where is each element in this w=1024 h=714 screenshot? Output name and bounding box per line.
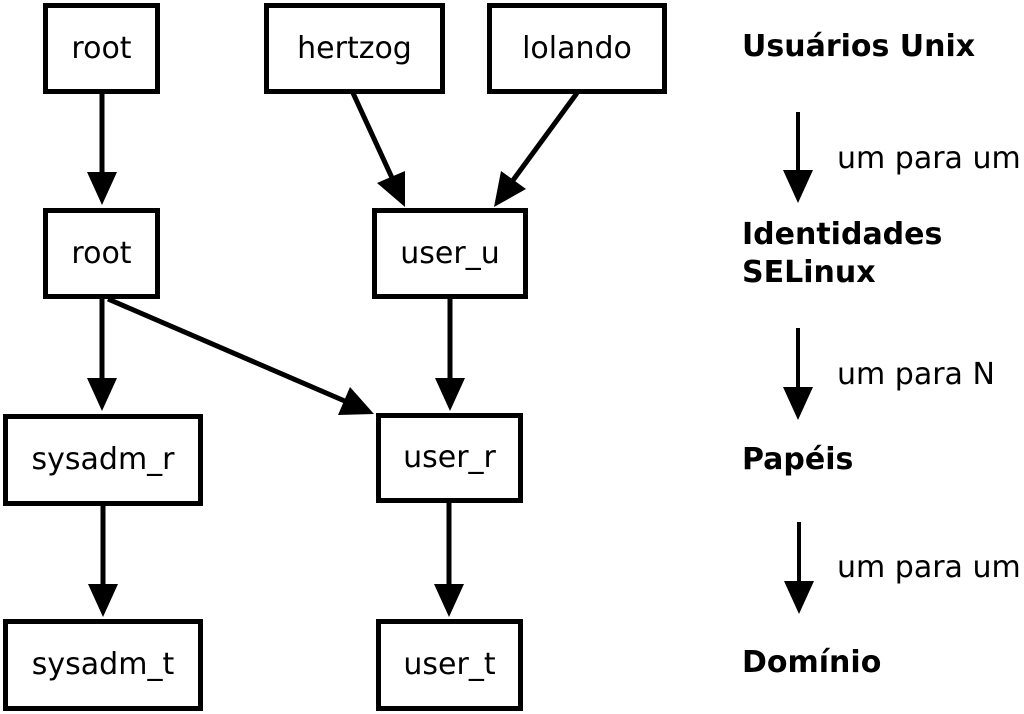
arrow-selinux-root-to-user-r (107, 296, 374, 415)
arrow-legend-identities-to-roles (783, 328, 813, 420)
node-unix-user-lolando: lolando (487, 3, 667, 94)
node-role-user-r: user_r (376, 413, 523, 503)
legend-mapping-one-to-n: um para N (837, 357, 995, 392)
node-role-sysadm-r: sysadm_r (3, 414, 203, 506)
arrow-selinux-root-to-sysadm-r (87, 298, 117, 411)
arrow-user-u-to-user-r (435, 297, 465, 411)
node-label: user_u (400, 235, 500, 271)
node-label: sysadm_r (31, 442, 175, 477)
node-label: hertzog (297, 30, 412, 66)
node-domain-sysadm-t: sysadm_t (3, 619, 203, 711)
node-label: user_t (403, 647, 496, 682)
arrow-user-r-to-user-t (434, 501, 464, 617)
node-label: sysadm_t (31, 647, 175, 682)
legend-mapping-one-to-one-1: um para um (837, 141, 1021, 176)
node-label: root (71, 30, 132, 66)
node-selinux-identity-user-u: user_u (372, 208, 528, 299)
legend-level-selinux-identities: Identidades SELinux (742, 217, 943, 290)
arrow-legend-roles-to-domain (784, 522, 814, 614)
node-label: root (71, 235, 132, 271)
arrow-unix-root-to-selinux-root (87, 94, 117, 205)
arrow-lolando-to-user-u (494, 91, 580, 207)
legend-level-unix-users: Usuários Unix (742, 29, 976, 64)
legend-level-roles: Papéis (742, 442, 854, 477)
node-domain-user-t: user_t (376, 619, 523, 711)
node-unix-user-hertzog: hertzog (264, 3, 445, 94)
legend-level-domain: Domínio (742, 645, 882, 680)
legend-mapping-one-to-one-2: um para um (837, 550, 1021, 585)
node-selinux-identity-root: root (43, 208, 160, 299)
arrow-legend-unix-to-identities (783, 112, 813, 203)
arrow-sysadm-r-to-sysadm-t (88, 504, 118, 617)
node-label: user_r (403, 440, 496, 475)
node-unix-user-root: root (43, 3, 160, 94)
arrow-hertzog-to-user-u (350, 91, 405, 207)
node-label: lolando (522, 30, 632, 66)
